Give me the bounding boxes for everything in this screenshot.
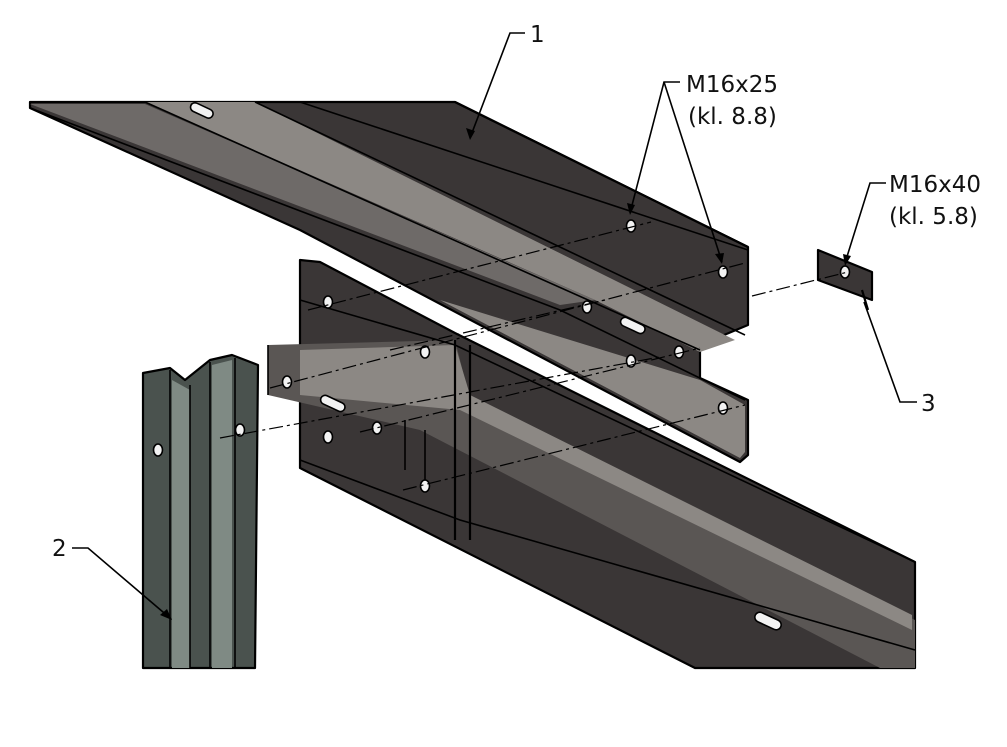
bolt-a-class-label: (kl. 8.8): [688, 104, 777, 130]
post-profile: [141, 353, 260, 670]
lower-guardrail-beam: [267, 258, 917, 670]
callout-part-1: 1: [530, 22, 545, 48]
callout-part-3: 3: [921, 391, 936, 417]
bolt-b-size-label: M16x40: [889, 172, 981, 198]
callout-part-2: 2: [52, 536, 67, 562]
upper-guardrail-beam: [28, 100, 750, 464]
washer-plate: [816, 248, 874, 311]
bolt-a-size-label: M16x25: [686, 72, 778, 98]
leader-lines: [72, 32, 917, 620]
bolt-axis-lines: [219, 221, 849, 491]
bolt-b-class-label: (kl. 5.8): [889, 204, 978, 230]
